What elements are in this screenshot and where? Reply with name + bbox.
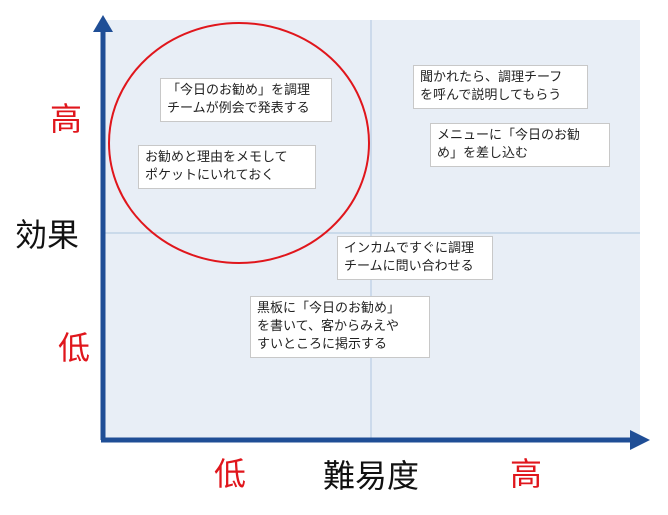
y-axis-arrowhead <box>93 15 113 32</box>
idea-note-memo-in-pocket: お勧めと理由をメモして ポケットにいれておく <box>138 145 316 189</box>
y-axis-high-label: 高 <box>50 100 83 138</box>
y-axis-title: 効果 <box>15 216 80 254</box>
idea-note-intercom-inquiry: インカムですぐに調理 チームに問い合わせる <box>337 236 493 280</box>
idea-note-blackboard-display: 黒板に「今日のお勧め」 を書いて、客からみえや すいところに掲示する <box>250 296 430 358</box>
x-axis-high-label: 高 <box>510 455 543 493</box>
x-axis-low-label: 低 <box>214 455 247 493</box>
idea-note-insert-in-menu: メニューに「今日のお勧 め」を差し込む <box>430 123 610 167</box>
y-axis-low-label: 低 <box>58 329 91 367</box>
highlight-circle <box>108 22 370 264</box>
idea-note-present-at-meeting: 「今日のお勧め」を調理 チームが例会で発表する <box>160 78 332 122</box>
idea-note-call-chef: 聞かれたら、調理チーフ を呼んで説明してもらう <box>413 65 588 109</box>
x-axis-title: 難易度 <box>323 457 420 495</box>
x-axis-arrowhead <box>630 430 650 450</box>
